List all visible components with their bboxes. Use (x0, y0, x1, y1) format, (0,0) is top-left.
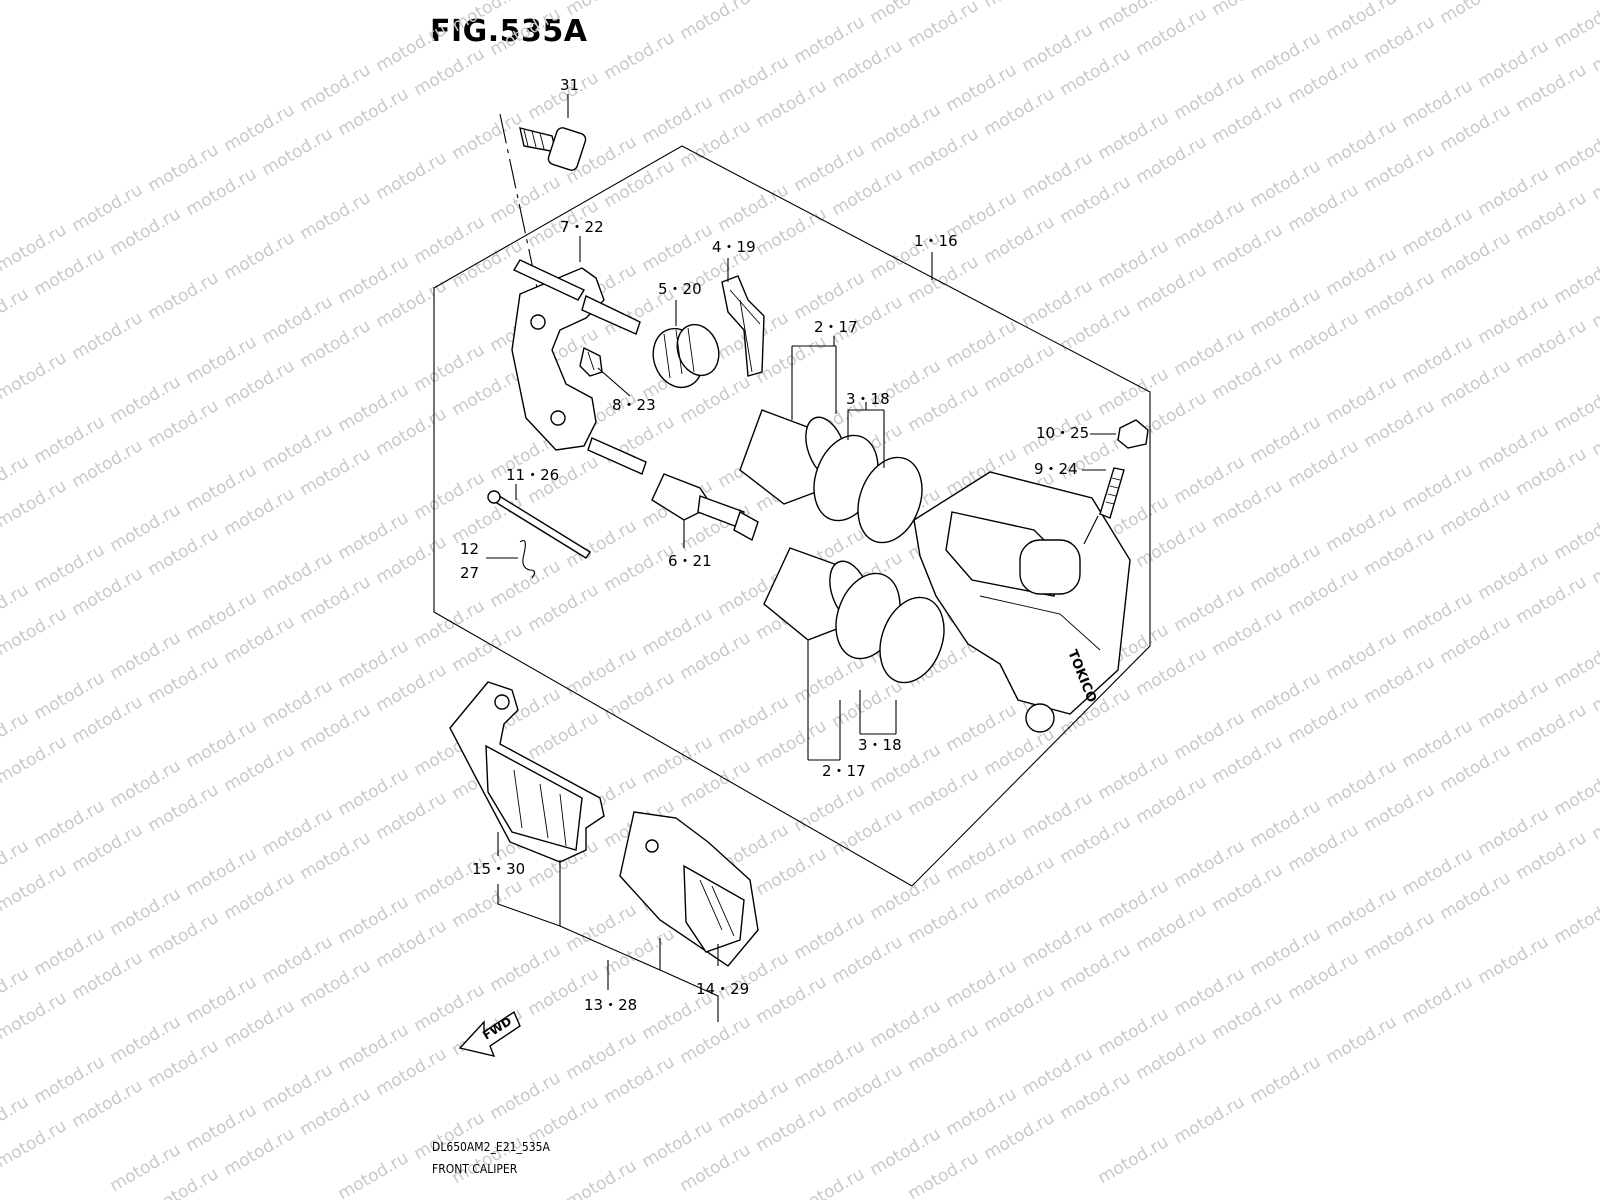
callout-3-18-top: 3・18 (846, 390, 890, 408)
pad-spring[interactable] (721, 275, 765, 377)
callout-4-19: 4・19 (712, 238, 756, 256)
watermark-text: motod.ru (1551, 0, 1600, 52)
watermark-text: motod.ru (0, 860, 70, 916)
callout-9-24: 9・24 (1034, 460, 1078, 478)
watermark-text: motod.ru (335, 1148, 413, 1200)
callout-8-23: 8・23 (612, 396, 656, 414)
callout-5-20: 5・20 (658, 280, 702, 298)
caliper-housing[interactable]: TOKICO (913, 471, 1131, 733)
dust-seal-lower[interactable] (869, 588, 955, 691)
watermark-text: motod.ru (0, 732, 70, 788)
callout-15-30: 15・30 (472, 860, 525, 878)
watermark-text: motod.ru (1551, 764, 1600, 820)
slide-pin-boot[interactable] (645, 319, 725, 395)
watermark-text: motod.ru (0, 604, 70, 660)
caliper-mounting-bolt[interactable] (519, 126, 587, 171)
watermark-text: motod.ru (1171, 1092, 1249, 1148)
callout-31: 31 (560, 76, 579, 94)
piston-bracket-top (791, 345, 837, 420)
callout-1-16: 1・16 (914, 232, 958, 250)
piston-bracket-bottom (807, 640, 841, 761)
callout-3-18-bottom: 3・18 (858, 736, 902, 754)
watermark-text: motod.ru (1551, 892, 1600, 948)
watermark-text: motod.ru (905, 0, 983, 52)
seal-bracket-bottom (859, 690, 897, 735)
watermark-text: motod.ru (1551, 252, 1600, 308)
watermark-text: motod.ru (677, 0, 755, 44)
watermark-text: motod.ru (0, 476, 70, 532)
watermark-text: motod.ru (1437, 0, 1515, 28)
watermark-text: motod.ru (221, 228, 299, 284)
watermark-text: motod.ru (1095, 1132, 1173, 1188)
watermark-text: motod.ru (0, 284, 32, 340)
watermark-text: motod.ru (145, 268, 223, 324)
watermark-text: motod.ru (563, 1156, 641, 1200)
watermark-text: motod.ru (1323, 1012, 1401, 1068)
caliper-bracket[interactable] (511, 259, 647, 475)
watermark-text: motod.ru (601, 28, 679, 84)
pad-pin[interactable] (487, 490, 591, 559)
callout-2-17-top: 2・17 (814, 318, 858, 336)
callout-10-25: 10・25 (1036, 424, 1089, 442)
watermark-text: motod.ru (1551, 636, 1600, 692)
watermark-text: motod.ru (69, 308, 147, 364)
slide-pin[interactable] (651, 473, 759, 542)
watermark-text: motod.ru (449, 108, 527, 164)
dust-seal-upper[interactable] (847, 448, 933, 551)
callout-11-26: 11・26 (506, 466, 559, 484)
watermark-text: motod.ru (0, 348, 70, 404)
watermark-text: motod.ru (753, 0, 831, 4)
watermark-text: motod.ru (1475, 932, 1553, 988)
watermark-text: motod.ru (1551, 380, 1600, 436)
watermark-text: motod.ru (981, 0, 1059, 12)
watermark-text: motod.ru (373, 148, 451, 204)
callout-6-21: 6・21 (668, 552, 712, 570)
figure-title: FIG.535A (430, 14, 588, 49)
watermark-text: motod.ru (0, 1116, 70, 1172)
pad-pin-clip[interactable] (519, 539, 536, 579)
model-code: DL650AM2_E21_535A (432, 1140, 550, 1154)
callout-7-22: 7・22 (560, 218, 604, 236)
watermark-text: motod.ru (1247, 1052, 1325, 1108)
watermark-text: motod.ru (0, 988, 70, 1044)
padset-bracket (497, 860, 719, 1022)
callout-12: 12 (460, 540, 479, 558)
watermark-text: motod.ru (563, 0, 641, 20)
brake-pad-outer[interactable] (619, 811, 759, 967)
brake-pad-inner[interactable] (449, 681, 605, 863)
pad-retainer-clip[interactable] (579, 346, 603, 377)
callout-14-29: 14・29 (696, 980, 749, 998)
callout-2-17-bottom: 2・17 (822, 762, 866, 780)
clip-leader (597, 367, 631, 397)
watermark-text: motod.ru (1551, 124, 1600, 180)
watermark-text: motod.ru (1399, 972, 1477, 1028)
bleeder-line (1083, 515, 1099, 545)
watermark-text: motod.ru (791, 1164, 869, 1200)
callout-labels: 31 7・22 4・19 1・16 5・20 2・17 3・18 8・23 10… (460, 76, 1089, 1014)
callout-13-28: 13・28 (584, 996, 637, 1014)
bleeder-cap[interactable] (1117, 419, 1149, 449)
watermark-text: motod.ru (1551, 508, 1600, 564)
bleeder-screw[interactable] (1099, 467, 1125, 519)
assembly-name: FRONT CALIPER (432, 1162, 518, 1176)
callout-27: 27 (460, 564, 479, 582)
watermark-text: motod.ru (1209, 0, 1287, 20)
exploded-view-boundary (433, 145, 1151, 887)
watermark-text: motod.ru (297, 188, 375, 244)
